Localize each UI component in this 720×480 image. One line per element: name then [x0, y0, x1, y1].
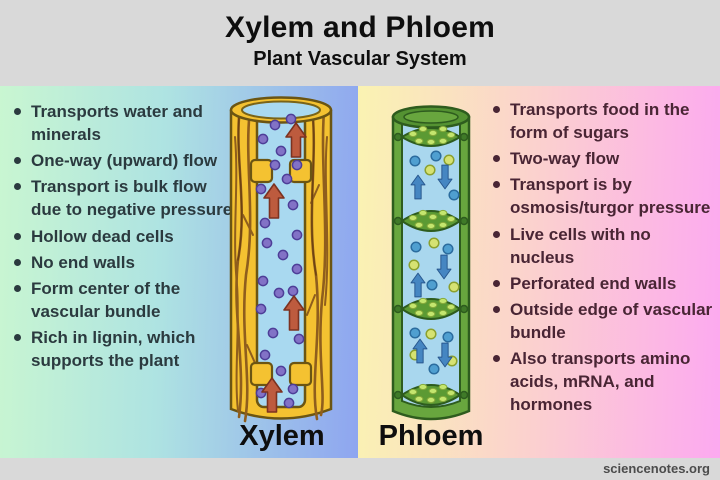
- fact-text: Live cells with no nucleus: [510, 224, 651, 267]
- bullet-icon: [493, 355, 500, 363]
- sieve-plate: [393, 125, 469, 147]
- page-subtitle: Plant Vascular System: [253, 48, 467, 70]
- bullet-icon: [14, 157, 21, 165]
- xylem-label: Xylem: [239, 420, 325, 452]
- fact-text: Two-way flow: [510, 149, 620, 169]
- fact-text: Transports food in the form of sugars: [510, 100, 690, 143]
- bullet-icon: [14, 108, 21, 115]
- list-item: Two-way flow: [489, 147, 717, 170]
- fact-text: No end walls: [31, 252, 135, 272]
- fact-text: Transport is bulk flow due to negative p…: [31, 177, 233, 220]
- list-item: Outside edge of vascular bundle: [489, 298, 717, 344]
- xylem-diagram: [229, 96, 333, 423]
- bullet-icon: [14, 183, 21, 191]
- bullet-icon: [493, 106, 500, 113]
- fact-text: Hollow dead cells: [31, 226, 174, 246]
- list-item: Perforated end walls: [489, 272, 717, 295]
- xylem-tube-opening: [229, 96, 333, 124]
- lignin-strands: [234, 105, 329, 423]
- sieve-plate: [393, 297, 469, 320]
- list-item: Rich in lignin, which supports the plant: [10, 326, 238, 372]
- water-dots: [409, 150, 460, 375]
- sieve-plates: [393, 125, 469, 406]
- bullet-icon: [493, 155, 500, 163]
- bullet-icon: [493, 279, 500, 287]
- bullet-icon: [14, 284, 21, 292]
- fact-text: One-way (upward) flow: [31, 151, 218, 171]
- upward-flow-arrows: [261, 122, 307, 413]
- list-item: Transports water and minerals: [10, 100, 238, 146]
- list-item: Form center of the vascular bundle: [10, 277, 238, 323]
- fact-text: Perforated end walls: [510, 273, 677, 293]
- bullet-icon: [493, 230, 500, 238]
- sieve-plate: [393, 383, 469, 406]
- bullet-icon: [14, 258, 21, 266]
- header: Xylem and Phloem Plant Vascular System: [0, 0, 720, 86]
- fact-text: Rich in lignin, which supports the plant: [31, 327, 196, 371]
- source-credit: sciencenotes.org: [603, 461, 710, 476]
- mineral-dots: [255, 113, 305, 409]
- list-item: One-way (upward) flow: [10, 149, 238, 172]
- phloem-label: Phloem: [378, 420, 484, 452]
- vessel-joint-tab: [249, 158, 274, 184]
- fact-text: Form center of the vascular bundle: [31, 278, 181, 321]
- list-item: No end walls: [10, 251, 238, 274]
- phloem-diagram: [391, 105, 471, 421]
- two-way-flow-arrows: [410, 164, 453, 368]
- vessel-joint-tab: [288, 361, 313, 387]
- bullet-icon: [493, 305, 500, 313]
- sap-contents: [408, 150, 460, 375]
- list-item: Live cells with no nucleus: [489, 223, 717, 269]
- xylem-fact-list: Transports water and minerals One-way (u…: [10, 100, 238, 375]
- bullet-icon: [14, 232, 21, 240]
- list-item: Transports food in the form of sugars: [489, 98, 717, 144]
- fact-text: Outside edge of vascular bundle: [510, 299, 713, 342]
- sieve-plate: [393, 209, 469, 232]
- list-item: Also transports amino acids, mRNA, and h…: [489, 347, 717, 416]
- page-title: Xylem and Phloem: [225, 11, 495, 44]
- phloem-fact-list: Transports food in the form of sugars Tw…: [489, 98, 717, 419]
- fact-text: Transports water and minerals: [31, 102, 203, 145]
- bullet-icon: [493, 181, 500, 189]
- list-item: Transport is by osmosis/turgor pressure: [489, 173, 717, 219]
- footer: sciencenotes.org: [0, 458, 720, 480]
- list-item: Hollow dead cells: [10, 225, 238, 248]
- fact-text: Also transports amino acids, mRNA, and h…: [510, 349, 691, 415]
- bullet-icon: [14, 333, 21, 341]
- fact-text: Transport is by osmosis/turgor pressure: [510, 175, 711, 218]
- vessel-joint-tab: [249, 361, 274, 387]
- list-item: Transport is bulk flow due to negative p…: [10, 175, 238, 221]
